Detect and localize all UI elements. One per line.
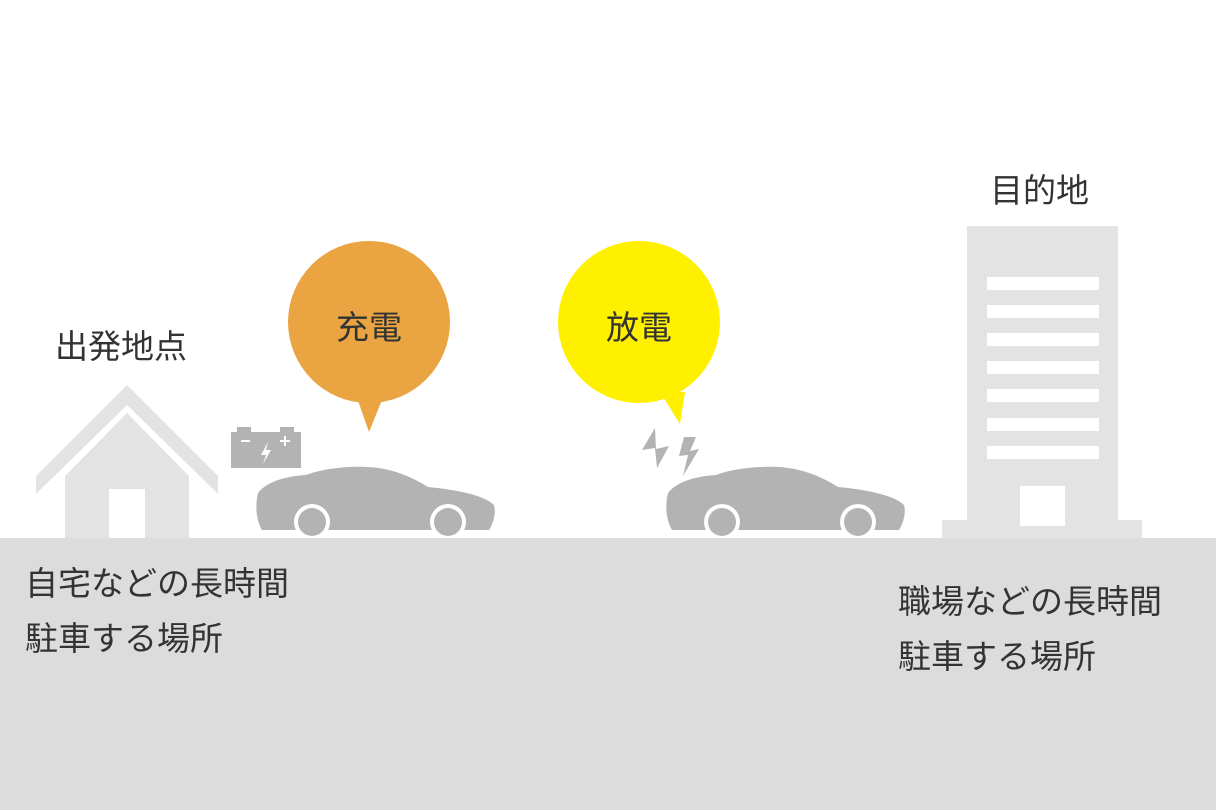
house-icon: [36, 385, 218, 540]
home-description: 自宅などの長時間 駐車する場所: [25, 556, 289, 666]
work-description-line: 職場などの長時間: [898, 582, 1162, 621]
home-description-line: 自宅などの長時間: [25, 564, 289, 603]
discharge-bubble: [558, 241, 720, 424]
destination-label: 目的地: [990, 171, 1089, 210]
charge-bubble: [288, 241, 450, 432]
lightning-icon: [642, 428, 699, 476]
ground: [0, 538, 1216, 810]
work-description: 職場などの長時間 駐車する場所: [898, 574, 1162, 684]
battery-icon: [231, 427, 301, 468]
charge-label: 充電: [336, 308, 402, 347]
car-icon: [666, 466, 905, 540]
car-icon: [256, 466, 495, 540]
office-building-icon: [942, 226, 1142, 540]
work-description-line: 駐車する場所: [898, 637, 1096, 676]
origin-label: 出発地点: [55, 327, 187, 366]
discharge-label: 放電: [606, 308, 672, 347]
home-description-line: 駐車する場所: [25, 619, 223, 658]
